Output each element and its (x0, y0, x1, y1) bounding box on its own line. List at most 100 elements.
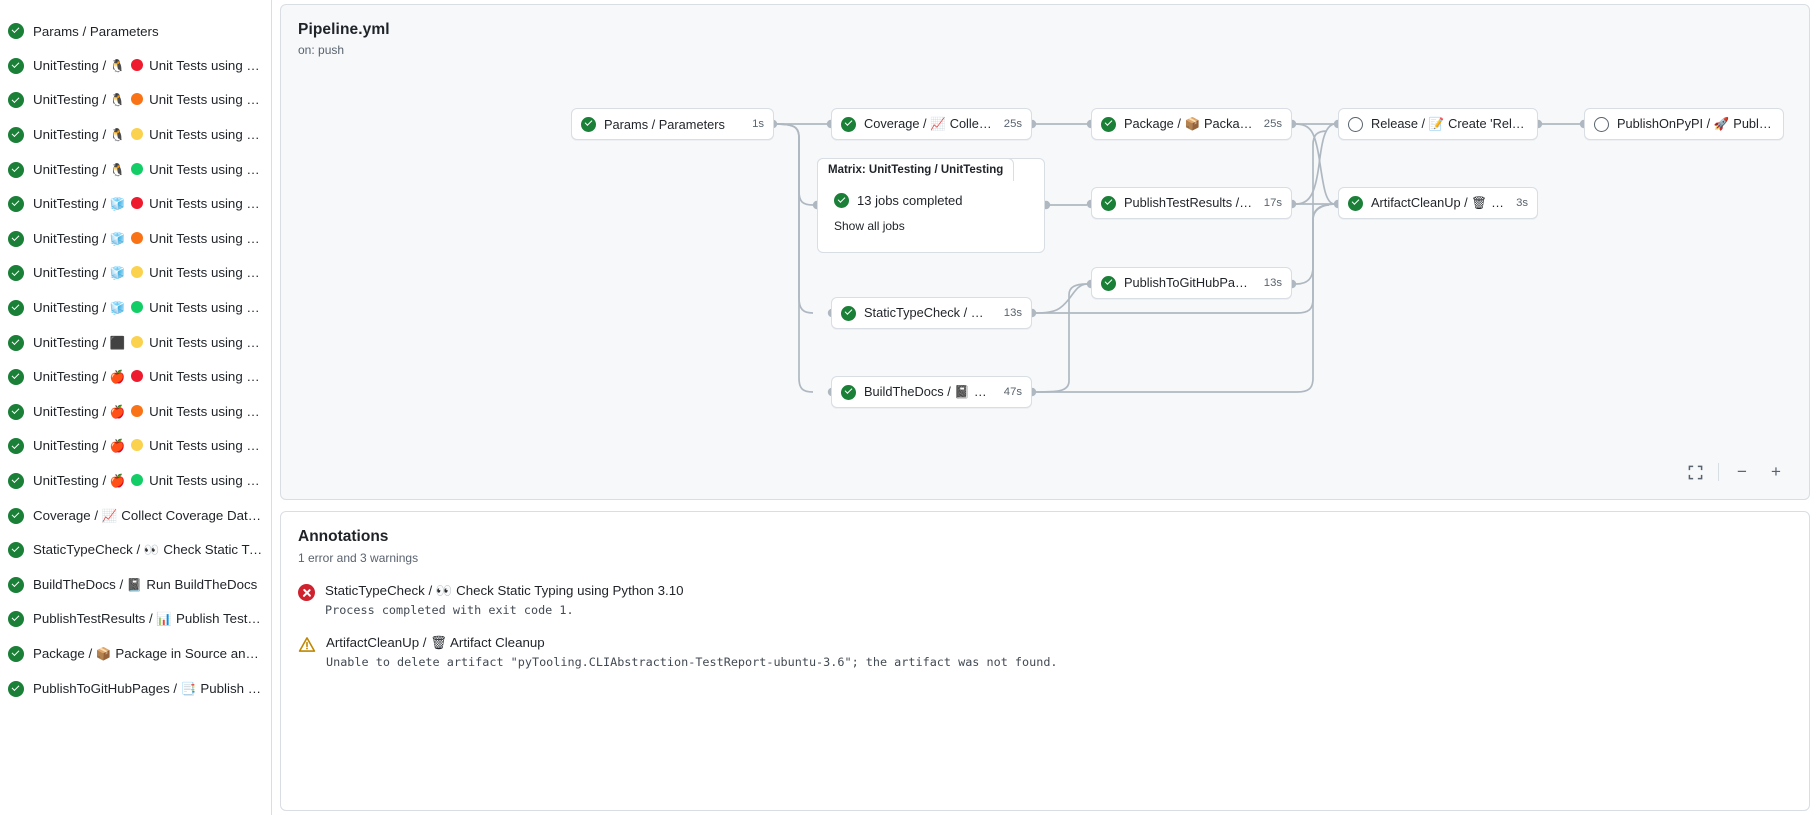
sidebar-job-unittest-11[interactable]: UnitTesting / 🍎 Unit Tests using Pyth… (0, 395, 271, 430)
job-emoji-icon: 👀 (970, 305, 991, 320)
check-circle-icon (8, 473, 24, 490)
job-emoji-icon: 🧊 (109, 196, 130, 212)
graph-node-cleanup[interactable]: ArtifactCleanUp / 🗑 Artifac…3s (1338, 187, 1538, 219)
graph-node-testresults[interactable]: PublishTestResults / 📊 Pu…17s (1091, 187, 1292, 219)
check-circle-icon (8, 403, 24, 420)
sidebar-job-unittest-6[interactable]: UnitTesting / 🧊 Unit Tests using Pyth… (0, 222, 271, 257)
annotations-summary: 1 error and 3 warnings (298, 551, 419, 565)
fullscreen-icon[interactable] (1684, 461, 1706, 483)
graph-node-pypi[interactable]: PublishOnPyPI / 🚀 Publish to … (1584, 108, 1784, 140)
graph-node-coverage[interactable]: Coverage / 📈 Collect Cove…25s (831, 108, 1032, 140)
sidebar-item-label: BuildTheDocs / 📓 Run BuildTheDocs (33, 576, 258, 592)
job-emoji-icon: 📈 (930, 116, 950, 131)
check-circle-icon (8, 611, 24, 628)
check-circle-icon (8, 334, 24, 351)
graph-node-builddocs[interactable]: BuildTheDocs / 📓 Run Buil…47s (831, 376, 1032, 408)
sidebar-job-unittest-8[interactable]: UnitTesting / 🧊 Unit Tests using Pyth… (0, 291, 271, 326)
job-emoji-icon: 📓 (954, 384, 974, 399)
sidebar-job-unittest-9[interactable]: UnitTesting / ⬛ Unit Tests using Pyth… (0, 325, 271, 360)
sidebar-job-package[interactable]: Package / 📦 Package in Source and Wh… (0, 637, 271, 672)
python-version-dot-icon (131, 58, 144, 71)
job-emoji-icon: 🚀 (1713, 116, 1734, 131)
job-emoji-icon: 🧊 (109, 265, 130, 281)
check-circle-icon (841, 384, 856, 400)
sidebar-job-publishtestresults[interactable]: PublishTestResults / 📊 Publish Test Resu… (0, 602, 271, 637)
sidebar-job-statictypecheck[interactable]: StaticTypeCheck / 👀 Check Static Typing… (0, 533, 271, 568)
sidebar-job-unittest-7[interactable]: UnitTesting / 🧊 Unit Tests using Pyth… (0, 256, 271, 291)
check-circle-icon (8, 265, 24, 282)
graph-node-label: Coverage / 📈 Collect Cove… (864, 116, 994, 131)
zoom-in-button[interactable]: + (1771, 462, 1781, 481)
sidebar-item-label: UnitTesting / 🧊 Unit Tests using Pyth… (33, 300, 263, 316)
graph-node-release[interactable]: Release / 📝 Create 'Release P… (1338, 108, 1538, 140)
annotation-header: ArtifactCleanUp / 🗑 Artifact Cleanup (326, 635, 545, 650)
check-circle-icon (8, 230, 24, 247)
sidebar-item-label: Params / Parameters (33, 23, 159, 39)
skipped-circle-icon (1348, 116, 1363, 132)
check-circle-icon (8, 161, 24, 178)
matrix-group-unittesting[interactable]: Matrix: UnitTesting / UnitTesting 13 job… (817, 158, 1045, 253)
sidebar-job-buildthedocs[interactable]: BuildTheDocs / 📓 Run BuildTheDocs (0, 568, 271, 603)
sidebar-item-label: UnitTesting / 🍎 Unit Tests using Pyth… (33, 403, 263, 419)
sidebar-item-label: UnitTesting / 🐧 Unit Tests using Pyth… (33, 161, 263, 177)
sidebar-job-unittest-13[interactable]: UnitTesting / 🍎 Unit Tests using Pyth… (0, 464, 271, 499)
graph-node-package[interactable]: Package / 📦 Package in So…25s (1091, 108, 1292, 140)
job-emoji-icon: 🍎 (109, 438, 130, 454)
check-circle-icon (8, 92, 24, 109)
job-emoji-icon: 👀 (143, 542, 164, 558)
matrix-jobs-count: 13 jobs completed (857, 193, 963, 208)
check-circle-icon (1101, 116, 1116, 132)
sidebar-job-unittest-2[interactable]: UnitTesting / 🐧 Unit Tests using Pyth… (0, 83, 271, 118)
check-circle-icon (8, 369, 24, 386)
graph-node-ghpages[interactable]: PublishToGitHubPages / 📑 … 13s (1091, 267, 1292, 299)
graph-node-duration: 13s (1263, 277, 1282, 289)
sidebar-job-unittest-10[interactable]: UnitTesting / 🍎 Unit Tests using Pyth… (0, 360, 271, 395)
python-version-dot-icon (131, 93, 144, 106)
check-circle-icon (841, 116, 856, 132)
workflow-trigger: on: push (298, 43, 345, 57)
job-emoji-icon: 📓 (126, 576, 147, 592)
graph-node-label: PublishToGitHubPages / 📑 … (1124, 275, 1254, 290)
zoom-out-button[interactable]: − (1737, 462, 1747, 481)
sidebar-job-unittest-1[interactable]: UnitTesting / 🐧 Unit Tests using Pyth… (0, 49, 271, 84)
sidebar-item-label: Coverage / 📈 Collect Coverage Data usi… (33, 507, 263, 523)
python-version-dot-icon (131, 370, 144, 383)
job-emoji-icon: 🐧 (109, 92, 130, 108)
check-circle-icon (1101, 275, 1116, 291)
sidebar-item-label: UnitTesting / 🧊 Unit Tests using Pyth… (33, 196, 263, 212)
check-circle-icon (8, 680, 24, 697)
annotation-item: StaticTypeCheck / 👀 Check Static Typing … (281, 565, 1809, 617)
check-circle-icon (8, 300, 24, 317)
sidebar-item-label: UnitTesting / 🧊 Unit Tests using Pyth… (33, 265, 263, 281)
matrix-group-label: Matrix: UnitTesting / UnitTesting (817, 158, 1015, 181)
sidebar-item-label: PublishTestResults / 📊 Publish Test Resu… (33, 611, 263, 627)
show-all-jobs-link[interactable]: Show all jobs (834, 219, 905, 233)
check-circle-icon (8, 645, 24, 662)
sidebar-job-params[interactable]: Params / Parameters (0, 14, 271, 49)
sidebar-item-label: PublishToGitHubPages / 📑 Publish to G… (33, 680, 263, 696)
python-version-dot-icon (131, 266, 144, 279)
sidebar-job-unittest-5[interactable]: UnitTesting / 🧊 Unit Tests using Pyth… (0, 187, 271, 222)
sidebar-job-unittest-12[interactable]: UnitTesting / 🍎 Unit Tests using Pyth… (0, 429, 271, 464)
python-version-dot-icon (131, 474, 144, 487)
main-panel: Pipeline.yml on: push (272, 0, 1818, 815)
sidebar-job-unittest-3[interactable]: UnitTesting / 🐧 Unit Tests using Pyth… (0, 118, 271, 153)
check-circle-icon (8, 438, 24, 455)
graph-zoom-controls: − + (1684, 461, 1787, 483)
workflow-title: Pipeline.yml (298, 21, 390, 38)
sidebar-job-publishtogithubpages[interactable]: PublishToGitHubPages / 📑 Publish to G… (0, 671, 271, 706)
python-version-dot-icon (131, 335, 144, 348)
graph-node-label: Params / Parameters (604, 116, 725, 132)
sidebar-job-coverage[interactable]: Coverage / 📈 Collect Coverage Data usi… (0, 498, 271, 533)
graph-node-typecheck[interactable]: StaticTypeCheck / 👀 Chec…13s (831, 297, 1032, 329)
graph-node-label: StaticTypeCheck / 👀 Chec… (864, 305, 994, 320)
matrix-jobs-status: 13 jobs completed (834, 193, 1044, 208)
sidebar-item-label: UnitTesting / 🐧 Unit Tests using Pyth… (33, 127, 263, 143)
annotation-message: Process completed with exit code 1. (325, 603, 574, 617)
sidebar-job-unittest-4[interactable]: UnitTesting / 🐧 Unit Tests using Pyth… (0, 152, 271, 187)
job-emoji-icon: 🐧 (109, 161, 130, 177)
job-emoji-icon: 🍎 (109, 369, 130, 385)
job-emoji-icon: 🐧 (109, 57, 130, 73)
